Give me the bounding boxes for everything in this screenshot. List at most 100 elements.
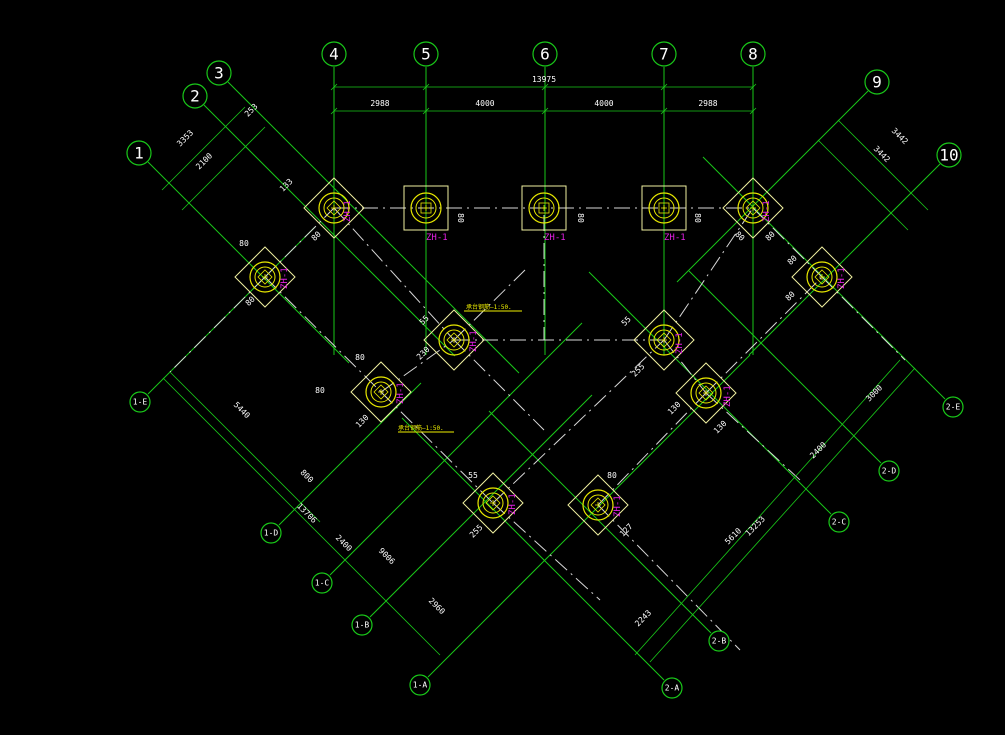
note-text-1: 承台钢筋—1:50.	[398, 424, 444, 432]
pile-cap-2-inner-ring	[533, 197, 555, 219]
dim-text-top-seg-2: 4000	[594, 99, 613, 108]
grid-line-lr-2-D	[688, 270, 882, 464]
offset-text-1: 80	[310, 230, 323, 243]
pile-label-1: ZH-1	[426, 233, 448, 243]
pile-cap-4-inner-ring	[742, 197, 764, 219]
axis-bubble-top-6-label: 6	[540, 45, 550, 64]
beam-line-14	[663, 339, 707, 394]
pile-cap-12	[567, 474, 629, 536]
axis-bubble-lr-2-E-label: 2-E	[946, 403, 961, 412]
dim-text-ll-4: 9006	[377, 546, 397, 566]
beam-line-6	[380, 339, 455, 393]
offset-text-14: 80	[315, 386, 325, 395]
pile-cap-8-inner-ring	[653, 329, 675, 351]
offset-text-3: 80	[576, 213, 585, 223]
pile-cap-10	[675, 362, 737, 424]
axis-bubble-ul-3-circle	[206, 60, 232, 86]
pile-cap-5	[234, 246, 296, 308]
pile-cap-4-outer-ring	[737, 192, 769, 224]
dim-text-lr-3: 5610	[723, 526, 743, 546]
axis-bubble-ur-9-label: 9	[872, 73, 882, 92]
pile-cap-4	[722, 177, 784, 239]
pile-label-12: ZH-1	[613, 495, 623, 517]
axis-bubble-ul-1-circle	[126, 140, 152, 166]
offset-text-20: 130	[666, 400, 683, 417]
axis-bubble-ul-1-label: 1	[134, 144, 144, 163]
offset-text-4: 80	[693, 213, 702, 223]
offset-text-10: 80	[784, 290, 797, 303]
dim-tick-top-total-2	[541, 83, 549, 91]
beam-line-13	[663, 207, 754, 341]
dim-text-ul-0: 3353	[175, 128, 195, 148]
pile-cap-7	[423, 309, 485, 371]
pile-cap-1-cap	[403, 185, 449, 231]
axis-bubble-lr-2-D-label: 2-D	[882, 467, 897, 476]
pile-cap-0-cap	[303, 177, 365, 239]
axis-bubble-lr-2-C-label: 2-C	[832, 518, 847, 527]
pile-label-11: ZH-1	[508, 493, 518, 515]
axis-bubble-lr-2-E-circle	[942, 396, 964, 418]
pile-label-2: ZH-1	[544, 233, 566, 243]
offset-text-6: 80	[764, 230, 777, 243]
pile-cap-2-cap	[521, 185, 567, 231]
offset-text-5: 80	[733, 230, 746, 243]
pile-cap-5-core	[257, 269, 273, 285]
beam-line-12	[597, 504, 741, 651]
beam-line-9	[492, 339, 665, 504]
grid-line-ur-10	[748, 163, 941, 356]
pile-label-0: ZH-1	[343, 200, 353, 222]
offset-text-16: 55	[468, 471, 478, 480]
dim-text-ll-0: 5440	[232, 400, 252, 420]
pile-label-8: ZH-1	[675, 332, 685, 354]
axis-bubble-ll-1-A-circle	[409, 674, 431, 696]
pile-label-7: ZH-1	[469, 330, 479, 352]
grid-line-ll-1-B	[369, 394, 593, 618]
pile-label-6: ZH-1	[837, 267, 847, 289]
dim-tick-top-total-4	[749, 83, 757, 91]
dim-tick-top-0	[330, 107, 338, 115]
dim-line-ul-outer	[161, 106, 246, 191]
pile-cap-9-cap	[350, 361, 412, 423]
dim-line-ur-inner	[817, 139, 909, 231]
dim-tick-top-total-1	[422, 83, 430, 91]
beam-line-20	[453, 269, 526, 341]
axis-bubble-lr-2-A-label: 2-A	[665, 684, 680, 693]
note-text-0: 承台钢筋—1:50.	[466, 303, 512, 311]
axis-bubble-ul-2-label: 2	[190, 87, 200, 106]
offset-text-17: 255	[468, 523, 485, 540]
pile-cap-10-core	[698, 385, 714, 401]
dim-text-ll-3: 2400	[334, 533, 354, 553]
dim-text-lr-2: 13253	[744, 514, 768, 538]
pile-cap-0	[303, 177, 365, 239]
dim-text-top-total: 13975	[532, 75, 556, 84]
dim-line-lr-inner	[634, 359, 901, 656]
grid-line-ul-3	[227, 81, 520, 374]
offset-text-13: 230	[415, 345, 432, 362]
beam-line-5	[333, 207, 455, 341]
pile-cap-7-core	[446, 332, 462, 348]
offset-text-2: 80	[456, 213, 465, 223]
grid-line-ll-1-A	[427, 354, 751, 678]
dim-tick-top-1	[422, 107, 430, 115]
offset-text-0: 133	[278, 177, 295, 194]
pile-cap-3-inner-ring	[653, 197, 675, 219]
dim-tick-top-total-0	[330, 83, 338, 91]
axis-bubble-ul-3-label: 3	[214, 64, 224, 83]
beam-line-4	[264, 276, 382, 393]
beam-line-11	[597, 392, 707, 506]
pile-cap-8-cap	[633, 309, 695, 371]
dim-text-ll-1: 800	[298, 468, 315, 485]
axis-bubble-ul-2-circle	[182, 83, 208, 109]
dim-text-top-seg-3: 2988	[698, 99, 717, 108]
pile-cap-11-inner-ring	[482, 492, 504, 514]
axis-bubble-ur-9-circle	[864, 69, 890, 95]
offset-text-7: 80	[239, 239, 249, 248]
axis-bubble-top-8-label: 8	[748, 45, 758, 64]
pile-cap-6-core	[814, 269, 830, 285]
axis-bubble-ll-1-A-label: 1-A	[413, 681, 428, 690]
dim-text-top-seg-1: 4000	[475, 99, 494, 108]
pile-cap-1-outer-ring	[410, 192, 442, 224]
axis-bubble-ll-1-E-circle	[129, 391, 151, 413]
pile-cap-11-outer-ring	[477, 487, 509, 519]
